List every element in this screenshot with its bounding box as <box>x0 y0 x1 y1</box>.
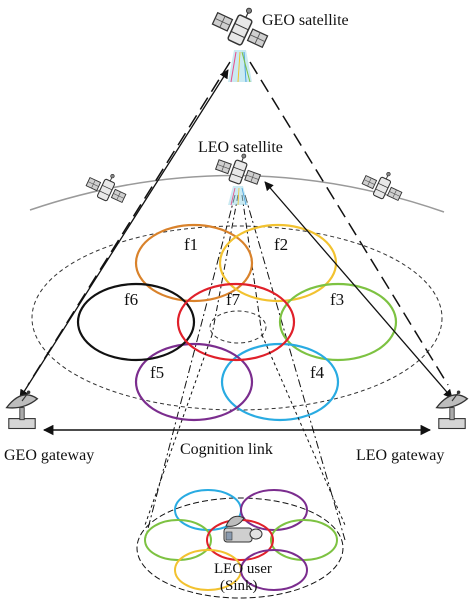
cell-label-f1: f1 <box>184 235 198 254</box>
geo-satellite-label: GEO satellite <box>262 12 349 29</box>
user-zoom-ellipse <box>136 497 344 599</box>
cell-label-f2: f2 <box>274 235 288 254</box>
geo-gateway-icon <box>5 389 39 430</box>
user-cell-3 <box>144 519 212 561</box>
user-cell-7 <box>240 549 308 591</box>
cell-label-f3: f3 <box>330 290 344 309</box>
geo-to-geo-gateway-link <box>19 69 229 399</box>
leo-satellite-right-icon <box>359 163 408 206</box>
user-terminal-icon <box>223 515 263 543</box>
leo-beam-glow-icon <box>228 186 248 206</box>
leo-satellite-label: LEO satellite <box>198 139 283 156</box>
cell-f4 <box>220 342 340 422</box>
leo-to-leo-gateway-link <box>264 181 453 399</box>
cell-label-f7: f7 <box>226 290 241 309</box>
user-cells <box>144 489 338 591</box>
geo-beam-right <box>249 61 449 386</box>
cell-label-f6: f6 <box>124 290 138 309</box>
frequency-cells <box>76 223 398 422</box>
cell-label-f5: f5 <box>150 363 164 382</box>
geo-gateway-label: GEO gateway <box>4 447 94 464</box>
cell-f5 <box>134 342 254 422</box>
cognition-link-label: Cognition link <box>180 441 273 458</box>
user-cell-4 <box>270 519 338 561</box>
cell-label-f4: f4 <box>310 363 325 382</box>
geo-beam-glow-icon <box>228 50 252 83</box>
coverage-area-ellipse <box>31 225 443 411</box>
sink-label: (Sink) <box>220 578 258 594</box>
leo-beam-inner-left <box>211 194 239 336</box>
leo-satellite-left-icon <box>83 165 132 208</box>
leo-gateway-label: LEO gateway <box>356 447 444 464</box>
leo-gateway-icon <box>435 389 469 430</box>
leo-user-label: LEO user <box>214 561 272 577</box>
user-cell-2 <box>240 489 308 531</box>
cell-labels: f1 f2 f3 f4 f5 f6 f7 <box>124 235 344 382</box>
center-cell <box>209 310 267 344</box>
